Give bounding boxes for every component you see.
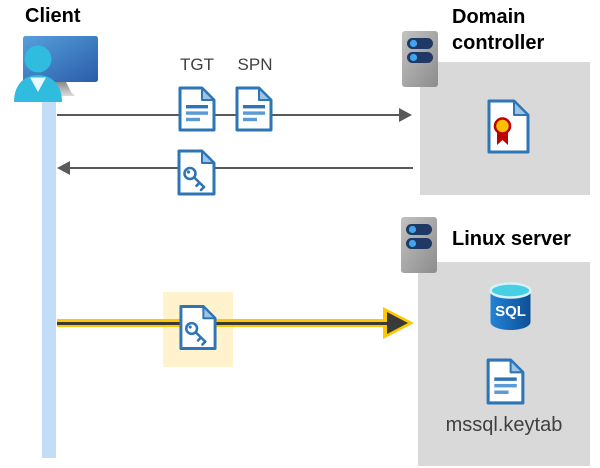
linux-server-server-icon	[400, 216, 438, 274]
keytab-document-icon	[485, 358, 526, 405]
key-document-highlighted-icon	[178, 304, 218, 351]
sql-auth-arrowhead-icon	[387, 312, 408, 334]
client-title: Client	[25, 5, 81, 27]
tgt-document-icon	[177, 86, 217, 132]
sql-badge-label: SQL	[495, 303, 526, 320]
person-icon	[14, 45, 62, 102]
sql-auth-arrow-core-line	[57, 322, 389, 325]
certificate-document-icon	[486, 99, 531, 154]
domain-controller-server-icon	[401, 30, 439, 88]
spn-document-icon	[234, 86, 274, 132]
spn-label: SPN	[237, 55, 273, 74]
ticket-request-arrowhead-icon	[399, 108, 412, 122]
domain-controller-title: Domain controller	[452, 6, 545, 54]
ticket-request-arrow-line	[57, 114, 400, 116]
client-user-computer-icon	[5, 28, 105, 102]
ticket-response-arrowhead-icon	[57, 161, 70, 175]
key-document-icon	[176, 149, 217, 196]
ticket-response-arrow-line	[70, 167, 413, 169]
linux-server-title: Linux server	[452, 228, 571, 250]
sql-database-icon: SQL	[487, 281, 534, 331]
client-lifeline	[42, 96, 56, 458]
tgt-label: TGT	[180, 55, 214, 74]
keytab-file-label: mssql.keytab	[445, 414, 563, 436]
